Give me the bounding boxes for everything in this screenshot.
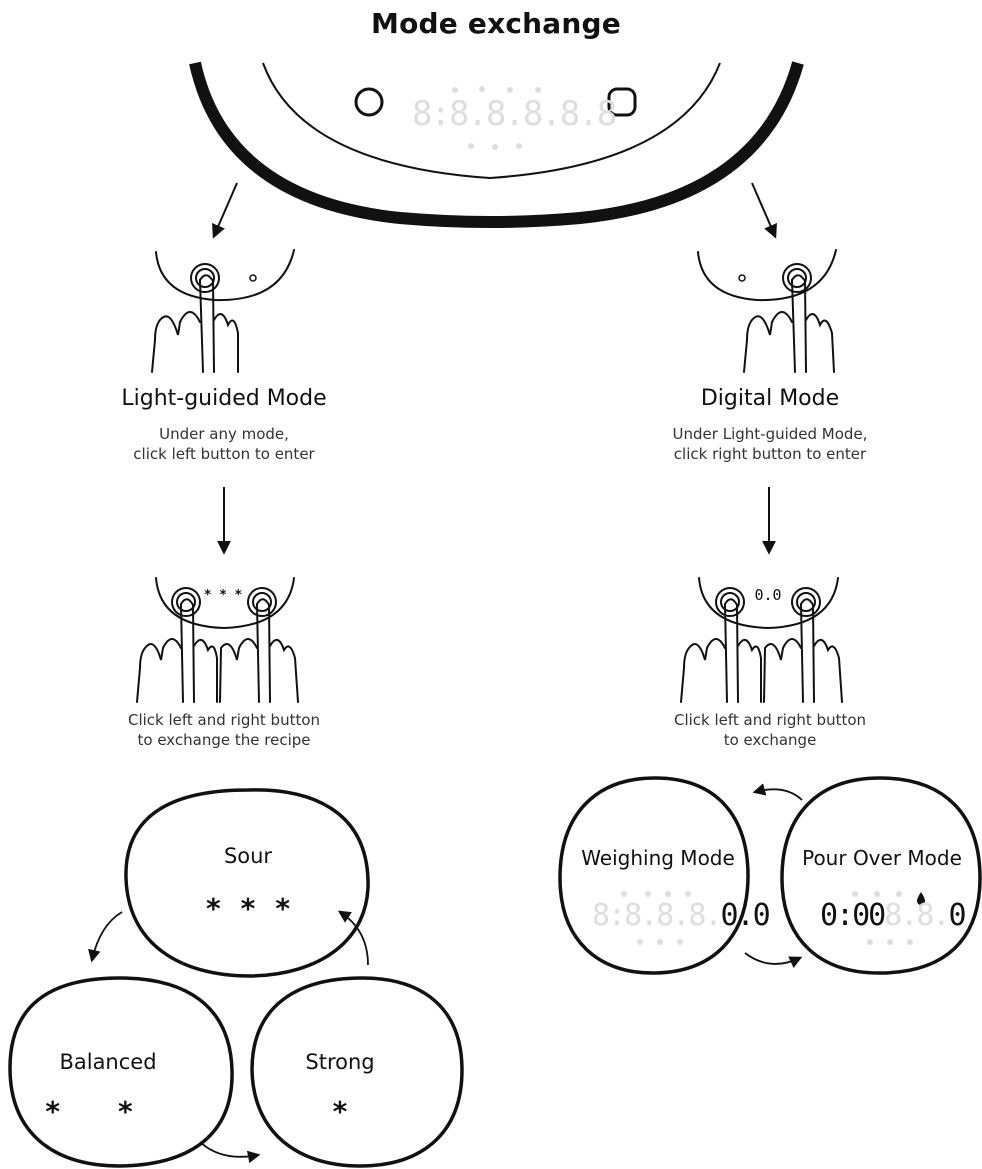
cycle-arrow-sour-to-balanced bbox=[92, 912, 122, 960]
pour-over-display-lit-a: 0:00 bbox=[820, 898, 884, 933]
digital-desc-1: Under Light-guided Mode, bbox=[673, 424, 868, 444]
strong-label: Strong bbox=[305, 1050, 374, 1074]
top-display: 8:8.8.8.8.8 bbox=[412, 94, 615, 134]
weighing-bubble bbox=[560, 778, 748, 973]
digital-step-1: Click left and right button bbox=[674, 710, 866, 730]
hand-press-left-illustration bbox=[152, 250, 294, 372]
weighing-mode-label: Weighing Mode bbox=[581, 846, 735, 870]
pour-over-mode-label: Pour Over Mode bbox=[802, 846, 962, 870]
digital-mode-bubbles bbox=[560, 778, 980, 973]
balanced-label: Balanced bbox=[59, 1050, 156, 1074]
pour-over-bubble bbox=[782, 778, 980, 973]
cycle-arrow-strong-to-sour bbox=[340, 912, 368, 965]
digital-desc-2: click right button to enter bbox=[674, 444, 866, 464]
page-title: Mode exchange bbox=[371, 7, 621, 40]
weighing-display: 8:8.8.8.0.0 bbox=[592, 898, 769, 933]
digital-mode-title: Digital Mode bbox=[701, 386, 839, 411]
strong-stars: * bbox=[333, 1095, 348, 1128]
arrow-right-down bbox=[752, 183, 775, 236]
arrow-left-down bbox=[214, 183, 237, 236]
hand-press-right-illustration bbox=[698, 250, 836, 372]
sour-stars: *** bbox=[206, 892, 310, 925]
light-guided-mode-title: Light-guided Mode bbox=[121, 386, 326, 411]
digital-indicator: 0.0 bbox=[754, 586, 781, 604]
light-guided-indicator: * * * bbox=[204, 588, 243, 603]
pour-over-display: 0:008.8.0 bbox=[820, 898, 965, 933]
left-button-icon bbox=[356, 89, 382, 115]
weighing-display-lit: 0.0 bbox=[721, 898, 769, 933]
cycle-arrow-balanced-to-strong bbox=[200, 1142, 258, 1157]
weighing-display-dim: 8:8.8.8. bbox=[592, 898, 721, 933]
device-top bbox=[195, 63, 798, 222]
sour-label: Sour bbox=[224, 844, 272, 868]
pour-over-display-lit-b: 0 bbox=[949, 898, 965, 933]
light-guided-step-1: Click left and right button bbox=[128, 710, 320, 730]
pour-over-display-dim: 8.8. bbox=[884, 898, 948, 933]
light-guided-step-2: to exchange the recipe bbox=[138, 730, 311, 750]
sour-bubble bbox=[126, 790, 368, 976]
balanced-stars: ** bbox=[45, 1095, 190, 1128]
light-guided-desc-2: click left button to enter bbox=[133, 444, 314, 464]
digital-step-2: to exchange bbox=[724, 730, 817, 750]
switch-arrow-to-pour-over bbox=[745, 953, 800, 964]
light-guided-desc-1: Under any mode, bbox=[159, 424, 289, 444]
switch-arrow-to-weighing bbox=[755, 789, 802, 800]
